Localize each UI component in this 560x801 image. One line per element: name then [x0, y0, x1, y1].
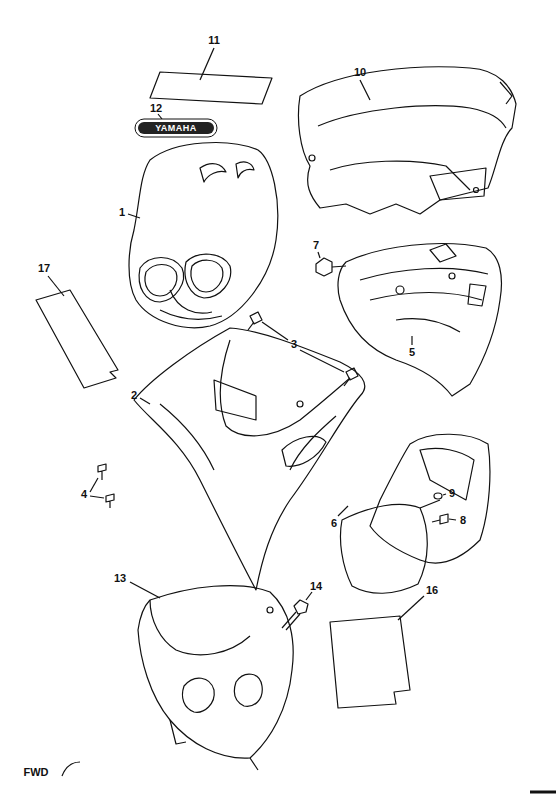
- leader-line: [411, 336, 412, 345]
- callout-number: 3: [290, 338, 298, 351]
- callout-number: 9: [448, 487, 456, 500]
- callout-number: 12: [149, 102, 163, 115]
- callout-number: 11: [207, 34, 221, 47]
- front-cowl: [129, 143, 278, 328]
- top-cover: [298, 67, 516, 214]
- sticker: [150, 72, 272, 104]
- leader-line: [90, 478, 98, 492]
- bolt: [282, 600, 308, 630]
- callout-number: 2: [130, 389, 138, 402]
- leg-shield: [134, 328, 365, 590]
- callout-number: 7: [312, 239, 320, 252]
- sticker: [330, 616, 410, 708]
- bolt: [316, 258, 346, 276]
- inner-panel: [338, 244, 501, 396]
- callout-number: 1: [118, 206, 126, 219]
- screw: [432, 514, 448, 524]
- emblem-text: YAMAHA: [155, 123, 197, 133]
- leader-line: [130, 582, 160, 598]
- callout-number: 8: [459, 514, 467, 527]
- screw: [248, 312, 358, 386]
- clip: [98, 464, 114, 508]
- leader-line: [338, 506, 348, 516]
- callout-number: 4: [80, 488, 88, 501]
- callout-number: 5: [408, 346, 416, 359]
- leader-line: [443, 494, 446, 495]
- leader-line: [318, 252, 320, 258]
- callout-number: 10: [353, 66, 367, 79]
- leader-line: [48, 276, 64, 296]
- callout-number: 16: [425, 584, 439, 597]
- washer: [434, 493, 442, 499]
- callout-number: 17: [37, 262, 51, 275]
- fwd-mark: [62, 762, 80, 776]
- callout-number: 13: [113, 572, 127, 585]
- callout-number: 6: [330, 517, 338, 530]
- leader-line: [200, 48, 214, 80]
- callout-number: FWD: [22, 766, 49, 779]
- leader-line: [140, 398, 150, 404]
- sticker: [36, 290, 118, 388]
- leader-line: [360, 80, 370, 100]
- leader-line: [306, 592, 312, 600]
- leader-line: [128, 214, 140, 218]
- leader-line: [449, 519, 456, 520]
- scan-mark: [530, 791, 556, 794]
- leader-line: [90, 496, 104, 498]
- emblem: YAMAHA: [134, 118, 218, 138]
- leader-line: [398, 596, 424, 620]
- inner-cover: [340, 434, 489, 593]
- front-fender: [138, 586, 293, 770]
- leader-line: [158, 114, 162, 119]
- callout-number: 14: [309, 580, 323, 593]
